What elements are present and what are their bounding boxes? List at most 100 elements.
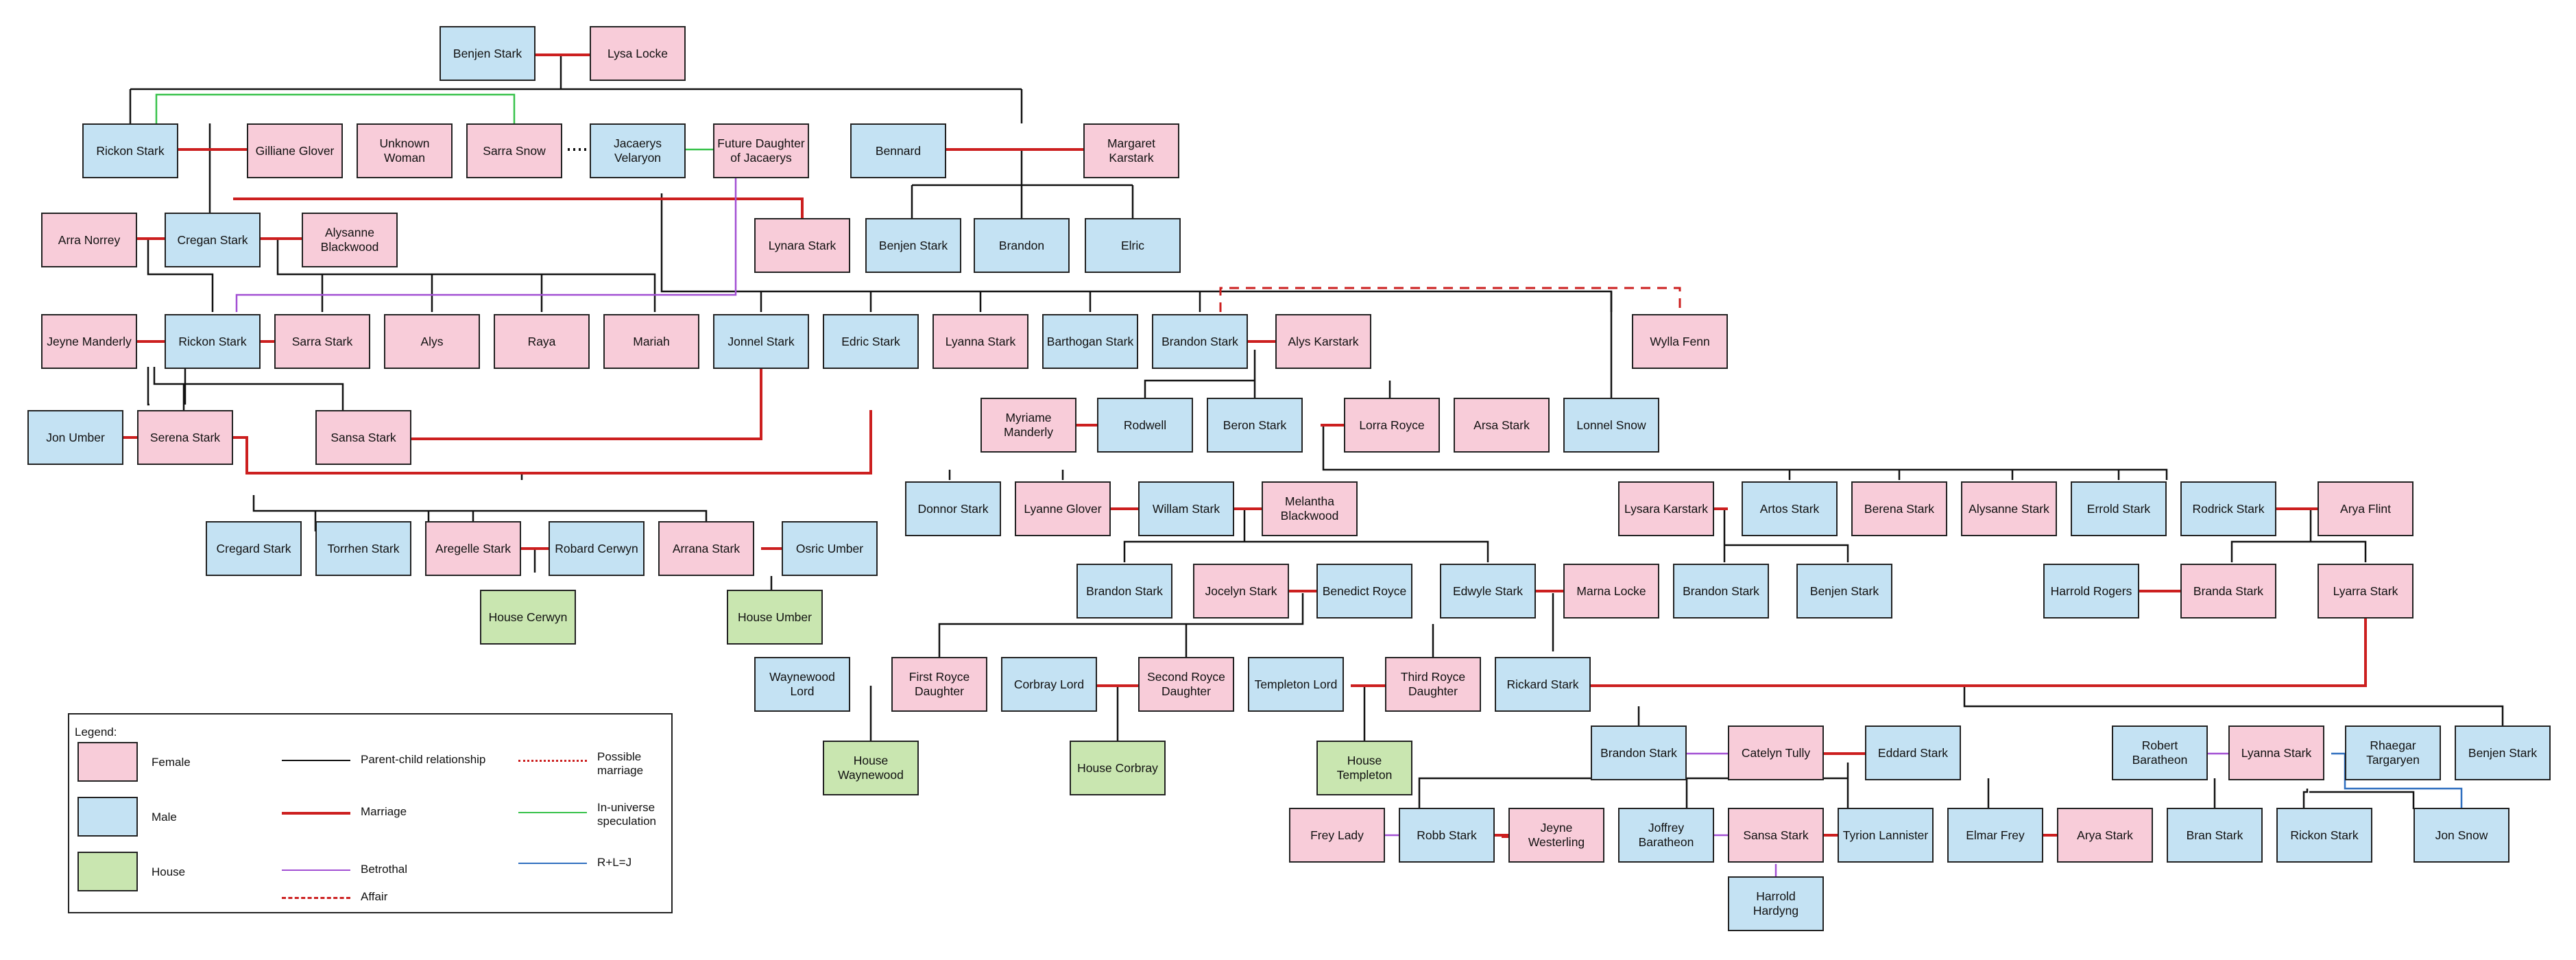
person-raya: Raya xyxy=(494,314,590,369)
legend-speculation-label: In-universe speculation xyxy=(597,801,657,828)
person-berena-stark: Berena Stark xyxy=(1851,481,1947,536)
person-rodrick-stark: Rodrick Stark xyxy=(2180,481,2276,536)
person-mariah: Mariah xyxy=(603,314,699,369)
person-benjen-stark-son: Benjen Stark xyxy=(865,218,961,273)
person-myriame-manderly: Myriame Manderly xyxy=(980,398,1076,453)
person-lonnel-snow: Lonnel Snow xyxy=(1563,398,1659,453)
person-lysa-locke: Lysa Locke xyxy=(590,26,686,81)
person-lyanna-stark: Lyanna Stark xyxy=(2228,725,2324,780)
person-rickard-stark: Rickard Stark xyxy=(1495,657,1591,712)
house-umber: House Umber xyxy=(727,590,823,645)
legend-male-swatch xyxy=(77,797,138,837)
person-errold-stark: Errold Stark xyxy=(2071,481,2167,536)
person-brandon-son: Brandon xyxy=(974,218,1070,273)
person-serena-stark: Serena Stark xyxy=(137,410,233,465)
person-benjen-stark-elder: Benjen Stark xyxy=(440,26,535,81)
person-templeton-lord: Templeton Lord xyxy=(1248,657,1344,712)
person-benjen-stark-rickard: Benjen Stark xyxy=(2455,725,2551,780)
person-robert-baratheon: Robert Baratheon xyxy=(2112,725,2208,780)
person-alysanne-stark: Alysanne Stark xyxy=(1961,481,2057,536)
person-benedict-royce: Benedict Royce xyxy=(1316,564,1412,619)
person-lyanne-glover: Lyanne Glover xyxy=(1015,481,1111,536)
person-arra-norrey: Arra Norrey xyxy=(41,213,137,267)
person-jocelyn-stark: Jocelyn Stark xyxy=(1193,564,1289,619)
marriage-lines xyxy=(123,53,2367,838)
person-harrold-hardyng: Harrold Hardyng xyxy=(1728,876,1824,931)
person-benjen-stark-artos: Benjen Stark xyxy=(1796,564,1892,619)
speculation-lines xyxy=(155,93,713,151)
person-corbray-lord: Corbray Lord xyxy=(1001,657,1097,712)
legend-betrothal-line xyxy=(282,869,350,871)
person-brandon-stark-artos: Brandon Stark xyxy=(1673,564,1769,619)
person-artos-stark: Artos Stark xyxy=(1742,481,1838,536)
person-marna-locke: Marna Locke xyxy=(1563,564,1659,619)
person-torrhen-stark: Torrhen Stark xyxy=(315,521,411,576)
house-corbray: House Corbray xyxy=(1070,741,1166,795)
person-sansa-stark-elder: Sansa Stark xyxy=(315,410,411,465)
legend-speculation-line xyxy=(518,812,587,813)
legend-affair-line xyxy=(282,897,350,899)
affair-line xyxy=(1219,287,1681,312)
person-jeyne-westerling: Jeyne Westerling xyxy=(1508,808,1604,863)
person-second-royce-daughter: Second Royce Daughter xyxy=(1138,657,1234,712)
legend-female-swatch xyxy=(77,742,138,782)
person-jon-snow: Jon Snow xyxy=(2414,808,2509,863)
person-unknown-woman: Unknown Woman xyxy=(357,123,453,178)
person-jeyne-manderly: Jeyne Manderly xyxy=(41,314,137,369)
person-lyanna-stark-elder: Lyanna Stark xyxy=(932,314,1028,369)
person-sansa-stark: Sansa Stark xyxy=(1728,808,1824,863)
legend-house-swatch xyxy=(77,852,138,891)
person-branda-stark: Branda Stark xyxy=(2180,564,2276,619)
person-jon-umber: Jon Umber xyxy=(27,410,123,465)
legend-rlj-line xyxy=(518,863,587,864)
person-alys: Alys xyxy=(384,314,480,369)
person-first-royce-daughter: First Royce Daughter xyxy=(891,657,987,712)
person-jonnel-stark: Jonnel Stark xyxy=(713,314,809,369)
person-bennard: Bennard xyxy=(850,123,946,178)
legend-marriage-line xyxy=(282,812,350,815)
house-waynewood: House Waynewood xyxy=(823,741,919,795)
rlj-line xyxy=(2331,752,2463,809)
legend-female-label: Female xyxy=(152,756,191,769)
house-cerwyn: House Cerwyn xyxy=(480,590,576,645)
person-arya-flint: Arya Flint xyxy=(2318,481,2414,536)
person-arya-stark: Arya Stark xyxy=(2057,808,2153,863)
legend-possible-marriage-label: Possible marriage xyxy=(597,750,644,777)
house-templeton: House Templeton xyxy=(1316,741,1412,795)
legend-male-label: Male xyxy=(152,811,177,824)
person-gilliane-glover: Gilliane Glover xyxy=(247,123,343,178)
person-elric: Elric xyxy=(1085,218,1181,273)
person-margaret-karstark: Margaret Karstark xyxy=(1083,123,1179,178)
person-arrana-stark: Arrana Stark xyxy=(658,521,754,576)
person-rickon-stark-elder: Rickon Stark xyxy=(82,123,178,178)
person-bran-stark: Bran Stark xyxy=(2167,808,2263,863)
legend-rlj-label: R+L=J xyxy=(597,856,632,869)
person-alys-karstark: Alys Karstark xyxy=(1275,314,1371,369)
person-lorra-royce: Lorra Royce xyxy=(1344,398,1440,453)
legend-parent-child-line xyxy=(282,760,350,761)
legend-parent-child-label: Parent-child relationship xyxy=(361,753,486,766)
person-joffrey-baratheon: Joffrey Baratheon xyxy=(1618,808,1714,863)
legend-house-label: House xyxy=(152,865,186,878)
person-future-daughter-of-jacaerys: Future Daughter of Jacaerys xyxy=(713,123,809,178)
person-barthogan-stark: Barthogan Stark xyxy=(1042,314,1138,369)
person-robb-stark: Robb Stark xyxy=(1399,808,1495,863)
person-catelyn-tully: Catelyn Tully xyxy=(1728,725,1824,780)
person-willam-stark: Willam Stark xyxy=(1138,481,1234,536)
person-lynara-stark: Lynara Stark xyxy=(754,218,850,273)
person-rhaegar-targaryen: Rhaegar Targaryen xyxy=(2345,725,2441,780)
person-rickon-stark: Rickon Stark xyxy=(2276,808,2372,863)
person-edwyle-stark: Edwyle Stark xyxy=(1440,564,1536,619)
legend-title: Legend: xyxy=(75,725,117,739)
person-brandon-stark-willam: Brandon Stark xyxy=(1076,564,1172,619)
person-donnor-stark: Donnor Stark xyxy=(905,481,1001,536)
person-robard-cerwyn: Robard Cerwyn xyxy=(549,521,645,576)
person-cregard-stark: Cregard Stark xyxy=(206,521,302,576)
person-rodwell: Rodwell xyxy=(1097,398,1193,453)
person-rickon-stark-cregan: Rickon Stark xyxy=(165,314,261,369)
person-third-royce-daughter: Third Royce Daughter xyxy=(1385,657,1481,712)
legend: Legend: Female Male House Parent-child r… xyxy=(68,713,673,913)
legend-affair-label: Affair xyxy=(361,890,388,903)
person-arsa-stark: Arsa Stark xyxy=(1454,398,1550,453)
